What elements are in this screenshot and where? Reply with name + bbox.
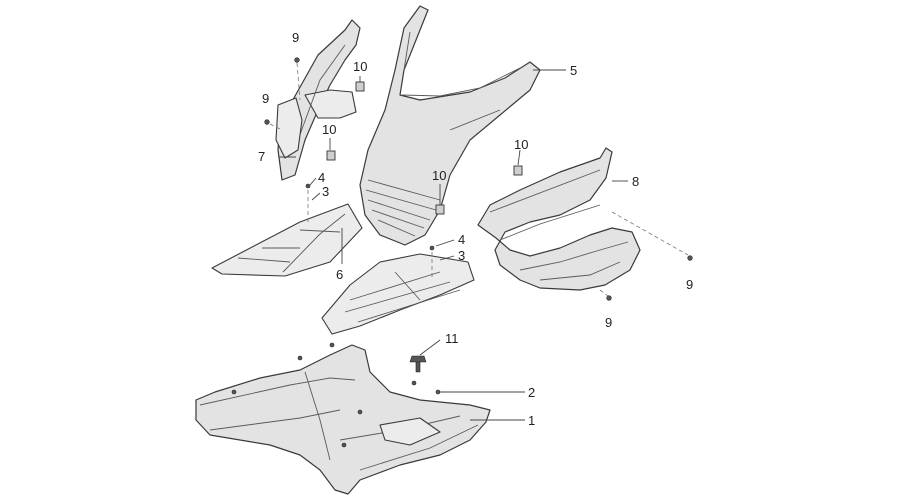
clip-10-a [355,81,365,92]
callout-10-a: 10 [353,59,367,74]
callout-8: 8 [632,174,639,189]
screw-floor-d [357,409,363,415]
clip-10-d [435,204,445,215]
callout-7: 7 [258,149,265,164]
right-side-panel [477,147,641,291]
screw-9-d [606,295,612,301]
screw-floor-c [231,389,237,395]
leader-lines [279,69,628,421]
callout-4-a: 4 [318,170,325,185]
screw-floor-f [341,442,347,448]
callout-10-d: 10 [432,168,446,183]
callout-9-d: 9 [605,315,612,330]
screw-2 [435,389,441,395]
front-leg-shield [359,5,541,246]
alignment-lines [269,62,689,297]
callout-labels: 1 2 3 3 4 4 5 6 7 8 9 9 9 9 10 10 10 10 … [258,30,693,428]
clip-10-c [513,165,523,176]
callout-11: 11 [445,331,459,346]
callout-10-c: 10 [514,137,528,152]
screw-floor-e [411,380,417,386]
callout-3-a: 3 [322,184,329,199]
callout-2: 2 [528,385,535,400]
callout-1: 1 [528,413,535,428]
callout-4-b: 4 [458,232,465,247]
callout-9-b: 9 [262,91,269,106]
callout-9-a: 9 [292,30,299,45]
callout-10-b: 10 [322,122,336,137]
callout-3-b: 3 [458,248,465,263]
screw-9-a [294,57,300,63]
callout-6: 6 [336,267,343,282]
screw-9-b [264,119,270,125]
left-footboard-mat [211,203,363,277]
screw-group [231,57,693,448]
callout-9-c: 9 [686,277,693,292]
screw-floor-b [329,342,335,348]
screw-4-b [429,245,435,251]
bolt-11 [409,355,427,373]
right-footboard-mat [321,253,475,335]
screw-floor-a [297,355,303,361]
left-side-panel [275,19,361,181]
screw-4-a [305,183,311,189]
screw-9-c [687,255,693,261]
clip-10-b [326,150,336,161]
callout-5: 5 [570,63,577,78]
floor-panel-frame [195,344,491,495]
